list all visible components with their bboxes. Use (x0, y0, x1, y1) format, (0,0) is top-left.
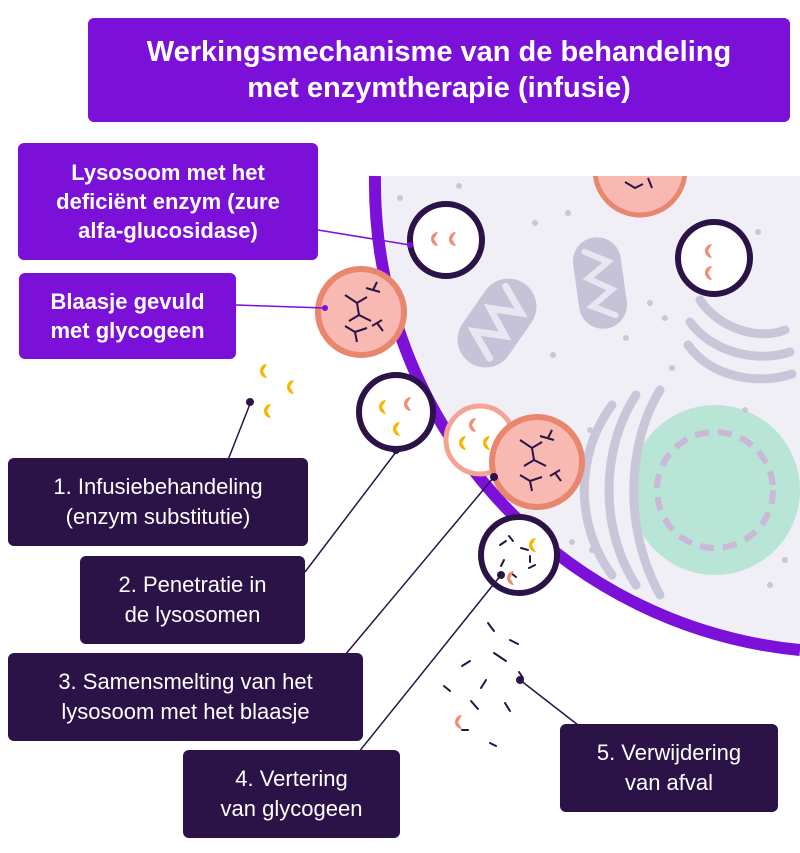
mitochondrion-1 (457, 278, 537, 368)
lysosome-deficient (407, 201, 485, 279)
mitochondrion-2 (572, 237, 628, 329)
enzyme-yellow-icon (529, 538, 536, 552)
enzyme-salmon-icon (455, 715, 462, 729)
enzyme-salmon-icon (469, 418, 476, 432)
label-vesicle: Blaasje gevuld met glycogeen (19, 273, 236, 359)
glycogen-fragments (499, 535, 536, 578)
enzyme-salmon-icon (431, 232, 438, 246)
glycogen-branches (344, 281, 384, 343)
label-lysosome: Lysosoom met het deficiënt enzym (zure a… (18, 143, 318, 260)
lysosome-digesting (478, 514, 560, 596)
enzyme-salmon-icon (705, 244, 712, 258)
label-step-4: 4. Vertering van glycogeen (183, 750, 400, 838)
enzyme-yellow-icon (393, 422, 400, 436)
vesicle-glycogen (315, 266, 407, 358)
leader-lines-dark (227, 403, 579, 764)
cell-contents (374, 176, 800, 631)
enzyme-yellow-icon (379, 400, 386, 414)
infused-enzymes (260, 364, 294, 418)
enzyme-salmon-icon (404, 397, 411, 411)
fusion-lysosome-vesicle (443, 403, 585, 510)
lysosome-right (675, 219, 753, 297)
enzyme-salmon-icon (507, 571, 514, 585)
golgi-apparatus (683, 295, 797, 384)
infusion-entry-opening (239, 348, 319, 428)
leader-dots (246, 242, 524, 684)
vesicle-top (592, 176, 688, 218)
cell (368, 175, 800, 656)
nucleus-inner (654, 429, 776, 551)
enzyme-yellow-icon (260, 364, 267, 378)
leader-lines (235, 229, 411, 309)
nucleus (630, 405, 800, 575)
lysosome-with-enzyme (356, 372, 436, 452)
label-step-3: 3. Samensmelting van het lysosoom met he… (8, 653, 363, 741)
enzyme-yellow-icon (264, 404, 271, 418)
enzyme-salmon-icon (449, 232, 456, 246)
enzyme-yellow-icon (459, 436, 466, 450)
enzyme-yellow-icon (483, 436, 490, 450)
enzyme-salmon-icon (705, 266, 712, 280)
waste-fragments (443, 622, 524, 747)
glycogen-branches (519, 429, 562, 492)
label-step-5: 5. Verwijdering van afval (560, 724, 778, 812)
waste-exit-opening (457, 594, 543, 680)
endoplasmic-reticulum (579, 385, 665, 600)
label-step-2: 2. Penetratie in de lysosomen (80, 556, 305, 644)
diagram-title: Werkingsmechanisme van de behandeling me… (88, 18, 790, 122)
enzyme-yellow-icon (287, 380, 294, 394)
label-step-1: 1. Infusiebehandeling (enzym substitutie… (8, 458, 308, 546)
